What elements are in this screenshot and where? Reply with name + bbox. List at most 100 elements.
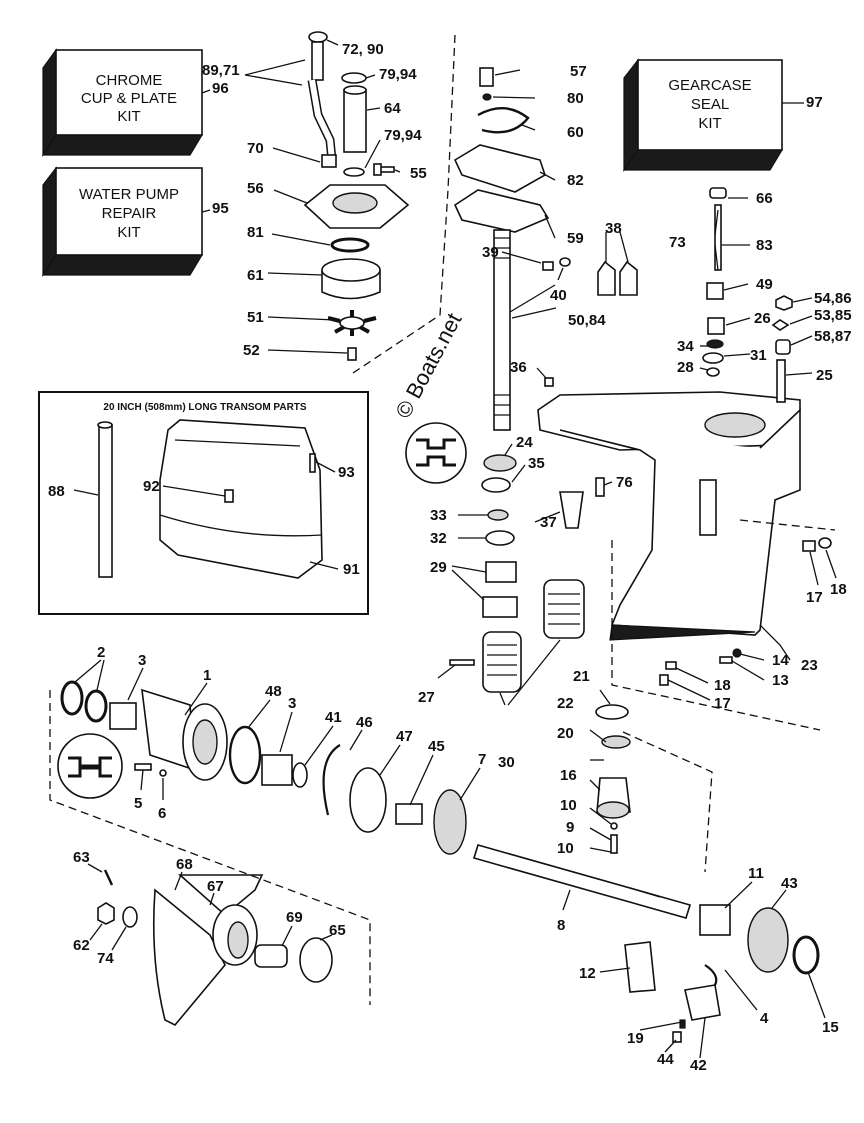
callout-33: 33	[430, 507, 447, 524]
callout-61: 61	[247, 267, 264, 284]
callout-34: 34	[677, 338, 694, 355]
callout-22: 22	[557, 695, 574, 712]
callout-25: 25	[816, 367, 833, 384]
callout-81: 81	[247, 224, 264, 241]
callout-97: 97	[806, 94, 823, 111]
callout-74: 74	[97, 950, 114, 967]
watermarks: © Boats.net	[390, 309, 466, 423]
callout-57: 57	[570, 63, 587, 80]
watermark-center: © Boats.net	[390, 309, 466, 423]
callout-72-90: 72, 90	[342, 41, 384, 58]
callout-13: 13	[772, 672, 789, 689]
callout-29: 29	[430, 559, 447, 576]
callout-59: 59	[567, 230, 584, 247]
callout-26: 26	[754, 310, 771, 327]
callout-60: 60	[567, 124, 584, 141]
callout-1: 1	[203, 667, 211, 684]
chrome-kit-line-3: KIT	[117, 108, 140, 125]
callout-95: 95	[212, 200, 229, 217]
callout-40: 40	[550, 287, 567, 304]
propeller	[97, 869, 333, 1026]
callout-11: 11	[748, 865, 764, 882]
transom-parts-panel: 20 INCH (508mm) LONG TRANSOM PARTS	[38, 391, 369, 615]
callout-89-71: 89,71	[202, 62, 240, 79]
callout-48: 48	[265, 683, 282, 700]
bearing-carrier-parts	[60, 680, 467, 855]
callout-58-87: 58,87	[814, 328, 852, 345]
gearcase-kit-line-3: KIT	[698, 115, 721, 132]
callout-69: 69	[286, 909, 303, 926]
callout-5: 5	[134, 795, 142, 812]
gearcase-kit-line-1: GEARCASE	[668, 77, 751, 94]
callout-24: 24	[516, 434, 533, 451]
callout-80: 80	[567, 90, 584, 107]
callout-labels: 89,71 72, 90 79,94 57 80 64 60 79,94 70 …	[48, 41, 852, 1074]
callout-8: 8	[557, 917, 565, 934]
callout-42: 42	[690, 1057, 707, 1074]
leader-lines	[73, 39, 837, 1059]
propeller-shaft	[472, 844, 692, 919]
callout-15: 15	[822, 1019, 839, 1036]
callout-27: 27	[418, 689, 435, 706]
gearcase-body	[537, 187, 832, 686]
callout-21: 21	[573, 668, 590, 685]
gearcase-kit-line-2: SEAL	[691, 96, 729, 113]
callout-47: 47	[396, 728, 413, 745]
callout-43: 43	[781, 875, 798, 892]
callout-54-86: 54,86	[814, 290, 852, 307]
water-pump-parts	[303, 31, 410, 361]
shift-parts	[595, 704, 820, 1043]
callout-6: 6	[158, 805, 166, 822]
callout-28: 28	[677, 359, 694, 376]
seal-detail-circle	[405, 422, 467, 484]
callout-36: 36	[510, 359, 527, 376]
callout-18-right: 18	[830, 581, 847, 598]
callout-38: 38	[605, 220, 622, 237]
callout-53-85: 53,85	[814, 307, 852, 324]
callout-68: 68	[176, 856, 193, 873]
callout-3-mid: 3	[288, 695, 296, 712]
callout-76: 76	[616, 474, 633, 491]
callout-65: 65	[329, 922, 346, 939]
callout-92: 92	[143, 478, 160, 495]
seal-detail-circle-2	[57, 733, 123, 799]
transom-panel-title: 20 INCH (508mm) LONG TRANSOM PARTS	[103, 402, 307, 413]
callout-73: 73	[669, 234, 686, 251]
water-pump-kit-box: WATER PUMP REPAIR KIT	[41, 166, 204, 278]
callout-39: 39	[482, 244, 499, 261]
callout-88: 88	[48, 483, 65, 500]
callout-31: 31	[750, 347, 767, 364]
callout-62: 62	[73, 937, 90, 954]
callout-17-right: 17	[806, 589, 823, 606]
chrome-kit-line-2: CUP & PLATE	[81, 90, 177, 107]
callout-12: 12	[579, 965, 596, 982]
callout-46: 46	[356, 714, 373, 731]
callout-79-94-upper: 79,94	[379, 66, 417, 83]
callout-20: 20	[557, 725, 574, 742]
callout-50-84: 50,84	[568, 312, 606, 329]
callout-91: 91	[343, 561, 360, 578]
callout-96: 96	[212, 80, 229, 97]
callout-9: 9	[566, 819, 574, 836]
callout-10-lower: 10	[557, 840, 574, 857]
callout-66: 66	[756, 190, 773, 207]
callout-7: 7	[478, 751, 486, 768]
callout-16: 16	[560, 767, 577, 784]
chrome-kit-box: CHROME CUP & PLATE KIT	[41, 48, 204, 158]
callout-52: 52	[243, 342, 260, 359]
callout-35: 35	[528, 455, 545, 472]
callout-37: 37	[540, 514, 557, 531]
callout-23: 23	[801, 657, 818, 674]
water-pump-kit-line-1: WATER PUMP	[79, 186, 179, 203]
callout-51: 51	[247, 309, 264, 326]
callout-4: 4	[760, 1010, 769, 1027]
callout-64: 64	[384, 100, 401, 117]
driveshaft-parts	[449, 67, 638, 693]
callout-79-94-lower: 79,94	[384, 127, 422, 144]
callout-82: 82	[567, 172, 584, 189]
callout-19: 19	[627, 1030, 644, 1047]
callout-93: 93	[338, 464, 355, 481]
callout-10-upper: 10	[560, 797, 577, 814]
callout-67: 67	[207, 878, 224, 895]
